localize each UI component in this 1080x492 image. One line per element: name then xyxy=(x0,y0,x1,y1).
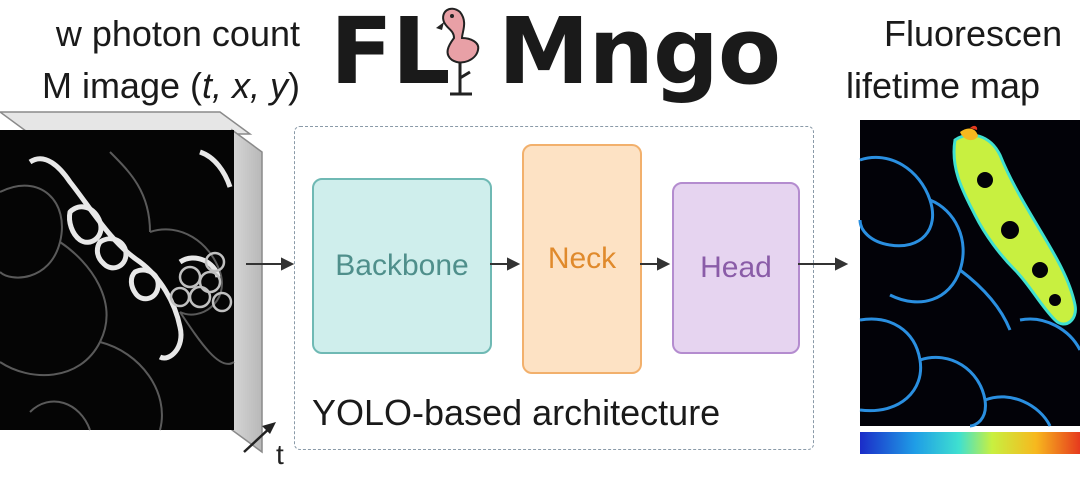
neck-label: Neck xyxy=(547,242,617,275)
lifetime-colorbar xyxy=(860,432,1080,454)
architecture-container xyxy=(294,126,814,450)
t-axis-arrowhead xyxy=(262,422,276,434)
volume-front-image xyxy=(0,130,234,430)
t-axis-label: t xyxy=(276,439,284,470)
flimngo-logo: FL Mngo xyxy=(330,2,800,102)
backbone-label: Backbone xyxy=(335,249,469,282)
output-title: Fluorescen lifetime map xyxy=(840,8,1080,112)
logo-prefix: FL xyxy=(330,0,450,105)
hotspot xyxy=(960,128,978,141)
input-volume: t xyxy=(0,111,284,470)
bright-cell-network xyxy=(28,149,233,361)
head-module: Head xyxy=(672,182,800,354)
lifetime-map xyxy=(858,120,1080,454)
bright-cell-cluster xyxy=(169,251,233,313)
head-label: Head xyxy=(700,251,772,284)
architecture-label: YOLO-based architecture xyxy=(312,392,721,433)
input-title: w photon count M image (t, x, y) xyxy=(0,8,300,112)
output-title-line2: lifetime map xyxy=(846,65,1041,106)
input-title-line1: w photon count xyxy=(55,13,300,54)
volume-side-face xyxy=(231,128,263,454)
input-title-line2: M image (t, x, y) xyxy=(41,65,300,106)
hotspot-peak xyxy=(970,125,978,130)
backbone-module: Backbone xyxy=(312,178,492,354)
input-title-variables: t, x, y xyxy=(201,65,288,106)
output-title-line1: Fluorescen xyxy=(884,13,1063,54)
neck-module: Neck xyxy=(522,144,642,374)
flamingo-icon xyxy=(436,7,480,96)
volume-top-face xyxy=(0,111,253,135)
logo-suffix: Mngo xyxy=(498,0,781,105)
membrane-outlines xyxy=(858,155,1080,428)
region-holes xyxy=(977,172,1061,306)
cell-membranes xyxy=(0,151,235,431)
